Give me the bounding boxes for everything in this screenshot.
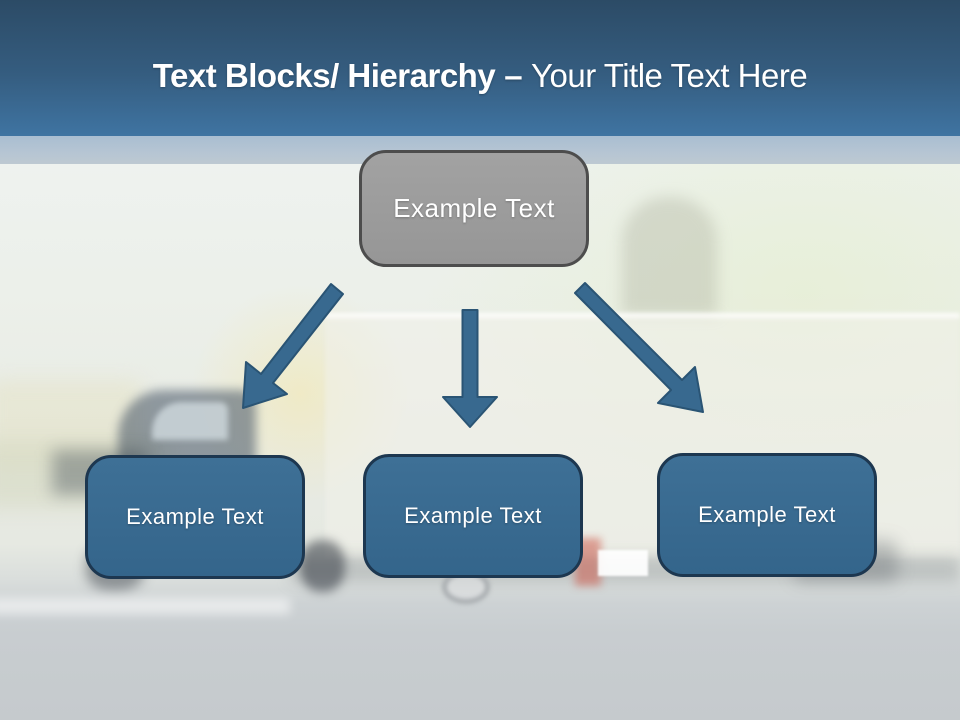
title-secondary: Your Title Text Here bbox=[531, 57, 808, 94]
photo-building-silhouette bbox=[622, 197, 717, 315]
photo-cab-window bbox=[152, 402, 228, 440]
child-text-block-3-label: Example Text bbox=[698, 502, 836, 527]
photo-wheel bbox=[300, 540, 345, 592]
photo-road-stripe bbox=[0, 598, 290, 614]
slide-title: Text Blocks/ Hierarchy–Your Title Text H… bbox=[152, 41, 808, 95]
child-text-block-3[interactable]: Example Text bbox=[657, 453, 877, 577]
title-separator: – bbox=[504, 57, 523, 94]
title-emphasis: Text Blocks/ Hierarchy bbox=[152, 57, 496, 94]
child-text-block-1-label: Example Text bbox=[126, 504, 264, 529]
root-text-block[interactable]: Example Text bbox=[359, 150, 589, 267]
photo-white-detail bbox=[598, 550, 648, 576]
title-bar: Text Blocks/ Hierarchy–Your Title Text H… bbox=[0, 0, 960, 136]
child-text-block-2[interactable]: Example Text bbox=[363, 454, 583, 578]
child-text-block-2-label: Example Text bbox=[404, 503, 542, 528]
child-text-block-1[interactable]: Example Text bbox=[85, 455, 305, 579]
root-text-block-label: Example Text bbox=[393, 193, 555, 223]
